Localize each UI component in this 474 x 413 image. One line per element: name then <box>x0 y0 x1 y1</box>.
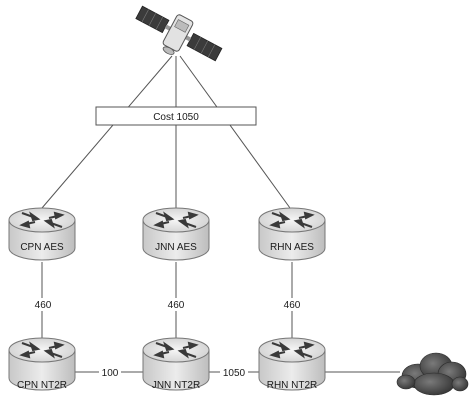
router-cpn-aes: CPN AES <box>8 207 76 261</box>
router-jnn-nt2r: JNN NT2R <box>142 337 210 391</box>
router-label-jnn-aes: JNN AES <box>155 242 197 253</box>
connection-lines <box>41 55 400 373</box>
cost-label-rhn-vertical: 460 <box>284 300 301 311</box>
cost-label-cpn-jnn: 100 <box>102 368 119 379</box>
router-label-rhn-aes: RHN AES <box>270 242 314 253</box>
cloud-icon <box>396 352 469 396</box>
router-label-cpn-aes: CPN AES <box>20 242 64 253</box>
cost-box-frame <box>95 106 257 126</box>
router-jnn-aes: JNN AES <box>142 207 210 261</box>
cost-box: Cost 1050 <box>95 106 257 126</box>
link-satellite-rhn-aes <box>179 55 291 209</box>
link-cost-labels: 460 460 460 100 1050 <box>32 298 303 379</box>
router-rhn-nt2r: RHN NT2R <box>258 337 326 391</box>
satellite-icon <box>135 5 223 62</box>
router-label-cpn-nt2r: CPN NT2R <box>17 380 67 391</box>
cost-box-label: Cost 1050 <box>153 112 199 123</box>
link-satellite-cpn-aes <box>41 55 173 209</box>
router-label-rhn-nt2r: RHN NT2R <box>267 380 318 391</box>
cost-label-cpn-vertical: 460 <box>35 300 52 311</box>
router-cpn-nt2r: CPN NT2R <box>8 337 76 391</box>
cost-label-jnn-rhn: 1050 <box>223 368 246 379</box>
router-rhn-aes: RHN AES <box>258 207 326 261</box>
router-label-jnn-nt2r: JNN NT2R <box>152 380 200 391</box>
cost-label-jnn-vertical: 460 <box>168 300 185 311</box>
